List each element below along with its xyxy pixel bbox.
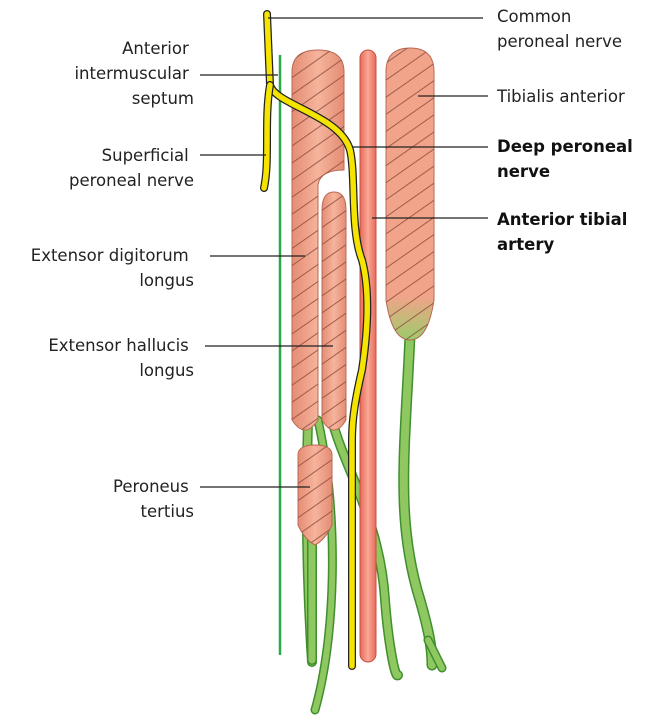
label-peroneus-tertius: Peroneus tertius <box>113 477 194 521</box>
tibialis-anterior-muscle <box>386 48 434 340</box>
label-extensor-hallucis-longus: Extensor hallucis longus <box>48 336 194 380</box>
label-extensor-digitorum-longus: Extensor digitorum longus <box>31 246 194 290</box>
extensor-hallucis-longus-muscle <box>322 192 346 430</box>
labels-left: Anterior intermuscular septum Superficia… <box>31 39 194 521</box>
peroneus-tertius-muscle <box>298 445 332 545</box>
label-tibialis-anterior: Tibialis anterior <box>496 87 625 106</box>
labels-right: Common peroneal nerve Tibialis anterior … <box>496 7 639 254</box>
label-anterior-tibial-artery: Anterior tibial artery <box>497 210 633 254</box>
label-common-peroneal-nerve: Common peroneal nerve <box>497 7 622 51</box>
label-anterior-intermuscular-septum: Anterior intermuscular septum <box>74 39 194 108</box>
label-superficial-peroneal-nerve: Superficial peroneal nerve <box>69 146 194 190</box>
label-deep-peroneal-nerve: Deep peroneal nerve <box>497 137 639 181</box>
